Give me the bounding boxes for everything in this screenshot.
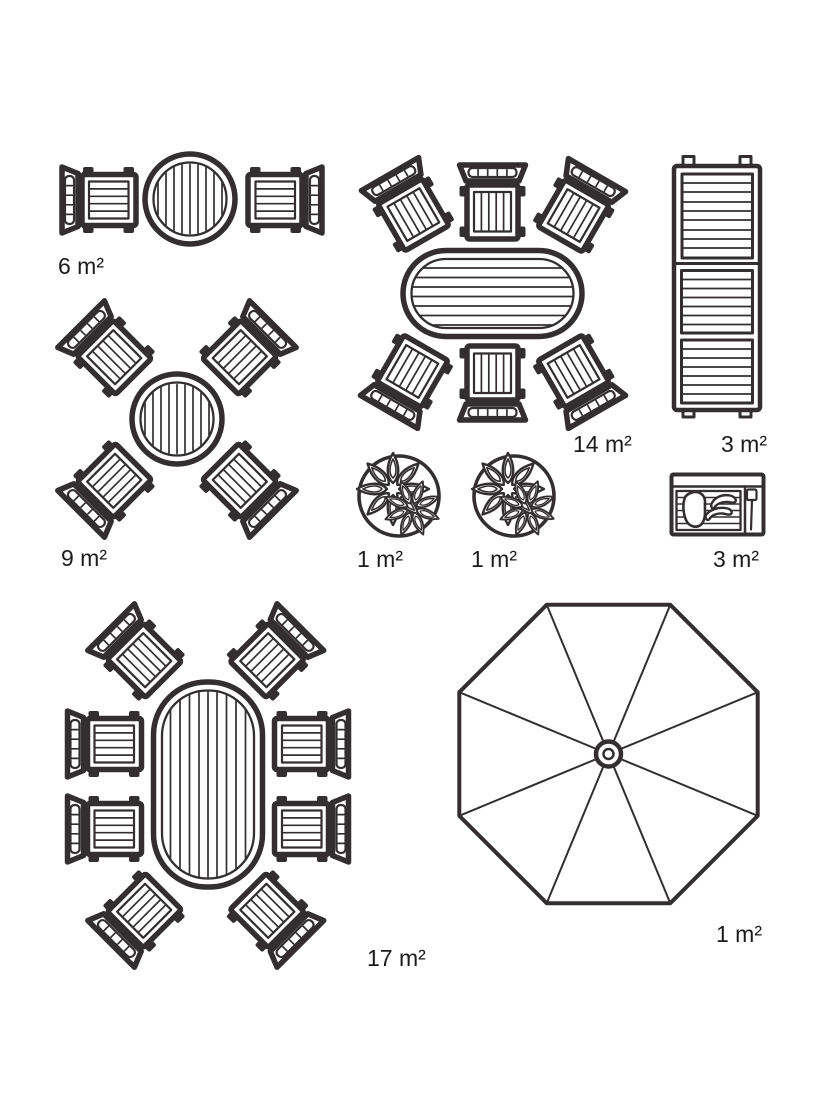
set-round-table-4-chairs (58, 301, 296, 537)
chair-icon (197, 438, 296, 537)
area-label: 14 m² (573, 431, 632, 457)
chair-icon (68, 711, 142, 777)
oval-table-icon (400, 247, 585, 340)
area-label: 1 m² (357, 546, 403, 572)
plant-icon (472, 453, 555, 536)
plant-icon (357, 453, 440, 536)
spatula-shape (745, 488, 758, 502)
area-label: 6 m² (58, 253, 104, 279)
umbrella-icon (457, 602, 760, 906)
area-label: 1 m² (716, 921, 762, 947)
oval-table-icon (150, 679, 266, 890)
set-oval-table-8-chairs (68, 604, 349, 967)
chair-icon (531, 159, 625, 256)
area-label: 1 m² (471, 546, 517, 572)
area-label: 3 m² (713, 546, 759, 572)
chair-icon (88, 868, 187, 967)
area-labels: 6 m² 9 m² 14 m² 3 m² 1 m² 1 m² 3 m² 17 m… (58, 253, 767, 971)
chair-icon (62, 167, 136, 233)
chair-icon (361, 158, 455, 255)
chair-icon (197, 301, 296, 400)
area-label: 9 m² (61, 545, 107, 571)
round-table-icon (145, 154, 235, 244)
steak-shape (682, 490, 707, 528)
chair-icon (360, 331, 454, 428)
chair-icon (275, 711, 349, 777)
chair-icon (248, 167, 322, 233)
area-label: 3 m² (721, 431, 767, 457)
area-label: 17 m² (367, 945, 426, 971)
set-oval-table-6-chairs (360, 158, 625, 429)
chair-icon (275, 796, 349, 862)
sausage-shape (704, 506, 733, 522)
chair-icon (531, 331, 625, 428)
chair-icon (460, 346, 526, 420)
set-round-table-2-chairs (62, 154, 322, 244)
chair-icon (460, 165, 526, 239)
chair-icon (68, 796, 142, 862)
chair-icon (58, 301, 157, 400)
chair-icon (225, 868, 324, 967)
chair-icon (88, 604, 187, 703)
grill-icon (669, 472, 766, 537)
round-table-icon (132, 374, 222, 464)
chair-icon (58, 438, 157, 537)
sun-lounger-icon (671, 155, 763, 419)
